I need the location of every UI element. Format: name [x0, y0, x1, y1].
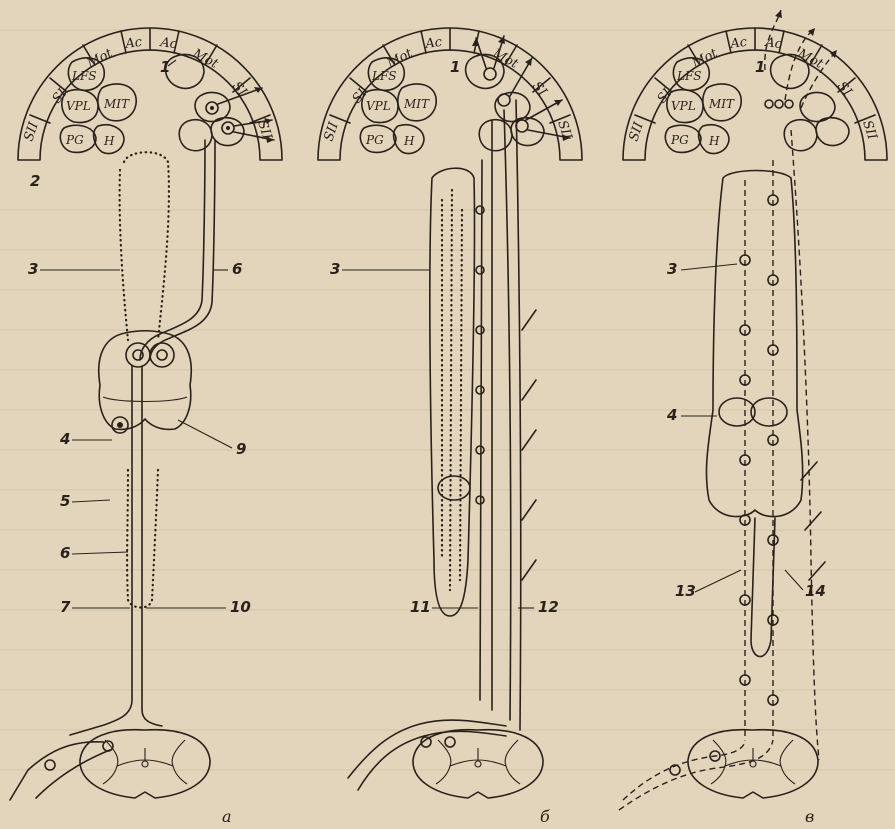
- thalamus-right-a: [166, 54, 244, 150]
- side-arrows-c: [801, 462, 825, 580]
- nucleus-left-c: [719, 398, 755, 426]
- label-9-a: 9: [236, 440, 246, 458]
- spinal-cord-b: [413, 730, 543, 798]
- pathway-7-a: [70, 366, 132, 735]
- leader-6-a: [72, 552, 128, 554]
- region-ac-left-a: Ac: [123, 35, 143, 52]
- thal-relay-c-1: [765, 100, 773, 108]
- neuron-low-b: [516, 120, 528, 132]
- label-3-b: 3: [330, 260, 340, 278]
- label-6-top-a: 6: [232, 260, 242, 278]
- nucleus-h-b: H: [403, 134, 415, 148]
- region-sii-left-a: SII: [22, 120, 42, 144]
- nucleus-mit-c: MIT: [708, 97, 735, 111]
- panel-label-b: б: [540, 807, 550, 826]
- nucleus-pg-b: PG: [365, 133, 384, 147]
- label-11-b: 11: [410, 598, 431, 616]
- nucleus-h-c: H: [708, 134, 720, 148]
- thal-relay-c-2: [775, 100, 783, 108]
- label-1-c: 1: [755, 58, 765, 76]
- leader-13-c: [695, 570, 741, 592]
- region-ac-right-a: Ac: [158, 35, 178, 52]
- leader-14-c: [785, 570, 803, 590]
- nucleus-mit-a: MIT: [103, 97, 130, 111]
- nucleus-vpl-b: VPL: [366, 99, 391, 113]
- thal-relay-c-3: [785, 100, 793, 108]
- label-14-c: 14: [805, 582, 826, 600]
- panel-label-c: в: [805, 807, 814, 826]
- relay-2-b: [476, 266, 484, 274]
- neuron-5-a-nucleus: [117, 422, 123, 428]
- relay-4-b: [476, 386, 484, 394]
- panel-label-a: а: [222, 807, 232, 826]
- neuron-thalamus-2-a-nucleus: [226, 126, 230, 130]
- region-mot-right-a: Mot: [189, 46, 221, 72]
- neuron-thalamus-1-a-nucleus: [210, 106, 214, 110]
- nucleus-lower-b: [438, 476, 470, 500]
- label-1-a: 1: [160, 58, 170, 76]
- panel-a: SII SI Mot Ac Ac Mot SI SII LFS VPL MIT …: [10, 28, 282, 826]
- brainstem-outline-c: [706, 171, 802, 517]
- label-3-a: 3: [28, 260, 38, 278]
- region-ac-left-c: Ac: [728, 35, 748, 52]
- spinal-cord-a: [80, 730, 210, 798]
- region-ac-left-b: Ac: [423, 35, 443, 52]
- ascending-tracts-b: [480, 100, 521, 730]
- side-branches-b: [522, 310, 536, 580]
- label-5-a: 5: [60, 492, 70, 510]
- panel-b: SII SI Mot Ac Mot SI SII LFS VPL MIT PG …: [318, 28, 582, 826]
- nucleus-cuneatus-a: [150, 343, 174, 367]
- label-1-b: 1: [450, 58, 460, 76]
- label-7-a: 7: [60, 598, 71, 616]
- panel-c: SII SI Mot Ac Ac Mot SI SII LFS VPL MIT …: [619, 10, 887, 826]
- dashed-dorsal-root-c: [619, 740, 773, 810]
- label-12-b: 12: [538, 598, 559, 616]
- nucleus-pg-a: PG: [65, 133, 84, 147]
- neuron-top-b: [484, 68, 496, 80]
- region-sii-left-c: SII: [627, 120, 647, 144]
- region-sii-left-b: SII: [322, 120, 342, 144]
- nucleus-right-c: [751, 398, 787, 426]
- leader-9-a: [178, 420, 232, 448]
- lower-stem-c: [751, 518, 775, 657]
- label-4-a: 4: [59, 430, 70, 448]
- neuron-mid-b: [498, 94, 510, 106]
- label-13-c: 13: [675, 582, 696, 600]
- nucleus-gracilis-inner-a: [133, 350, 143, 360]
- leader-5-a: [72, 500, 110, 502]
- nucleus-lfs-c: LFS: [676, 69, 702, 83]
- region-si-right-b: SI: [529, 79, 550, 100]
- nucleus-h-a: H: [103, 134, 115, 148]
- nucleus-vpl-c: VPL: [671, 99, 696, 113]
- cord-neuron-1-b: [445, 737, 455, 747]
- region-si-right-c: SI: [834, 79, 855, 100]
- nucleus-gracilis-a: [126, 343, 150, 367]
- nucleus-lfs-a: LFS: [71, 69, 97, 83]
- label-3-c: 3: [667, 260, 677, 278]
- nucleus-cuneatus-inner-a: [157, 350, 167, 360]
- label-6-a: 6: [60, 544, 70, 562]
- label-4-c: 4: [666, 406, 677, 424]
- ganglion-cell-a: [45, 760, 55, 770]
- label-2-a: 2: [30, 172, 40, 190]
- dashed-pathway-3-c: [791, 130, 819, 760]
- leader-3-c: [681, 264, 737, 270]
- nucleus-lfs-b: LFS: [371, 69, 397, 83]
- nucleus-vpl-a: VPL: [66, 99, 91, 113]
- dotted-tract-upper-a: [120, 152, 169, 340]
- nucleus-pg-c: PG: [670, 133, 689, 147]
- spinal-cord-c: [688, 730, 818, 798]
- nucleus-mit-b: MIT: [403, 97, 430, 111]
- dorsal-root-a: [10, 742, 110, 800]
- label-10-a: 10: [230, 598, 251, 616]
